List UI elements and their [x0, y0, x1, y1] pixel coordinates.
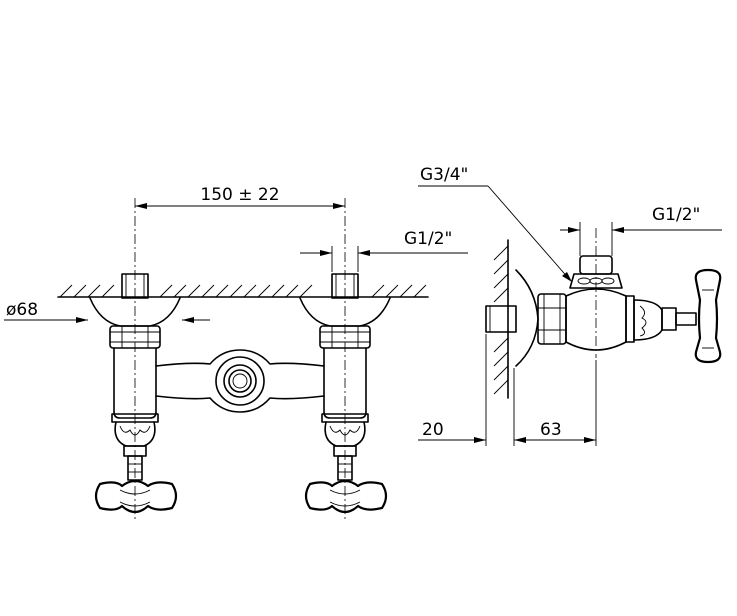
side-inlet-nipple: [485, 305, 517, 333]
rosette-dimension: ø68: [4, 300, 210, 323]
side-thread-dimension: G1/2": [560, 205, 722, 256]
side-nut: [537, 293, 567, 345]
outlet-thread-label: G1/2": [404, 229, 452, 249]
inlet-thread-dimension: G3/4": [418, 165, 572, 282]
front-view: 150 ± 22 G1/2" ø68: [4, 185, 468, 520]
rosette-diameter-label: ø68: [6, 300, 38, 320]
side-rosette: [515, 269, 539, 367]
front-wall: [57, 284, 429, 298]
right-valve: [299, 273, 391, 514]
mixer-body: [155, 349, 325, 413]
left-valve: [89, 273, 181, 514]
side-view: G3/4" G1/2" 20 63: [418, 165, 722, 446]
outlet-thread-dimension: G1/2": [300, 229, 468, 272]
side-wall: [493, 239, 509, 399]
side-valve-body: [565, 228, 722, 364]
side-thread-label: G1/2": [652, 205, 700, 225]
inlet-thread-label: G3/4": [420, 165, 468, 185]
projection-label: 63: [540, 420, 562, 440]
spacing-dimension: 150 ± 22: [135, 185, 345, 209]
wall-depth-label: 20: [422, 420, 444, 440]
depth-dimensions: 20 63: [418, 334, 597, 446]
spacing-label: 150 ± 22: [200, 185, 279, 205]
